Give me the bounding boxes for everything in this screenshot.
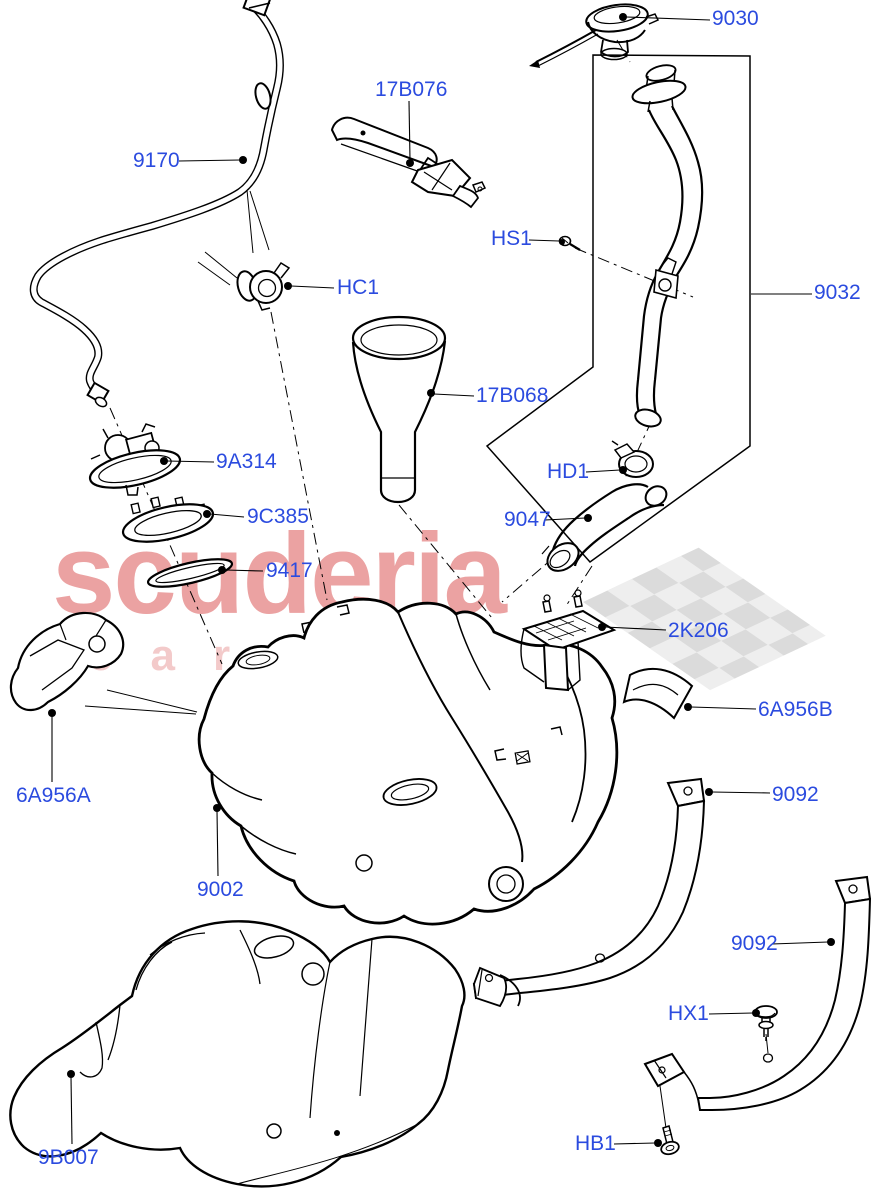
part-label-17B068[interactable]: 17B068: [476, 384, 549, 407]
part-label-9092-front[interactable]: 9092: [772, 783, 819, 806]
hose-drawing: [541, 483, 668, 572]
valve-drawing: [236, 261, 291, 311]
fuel-pump-module-drawing: [88, 423, 182, 496]
part-label-2K206[interactable]: 2K206: [668, 619, 729, 642]
part-label-9032[interactable]: 9032: [814, 281, 861, 304]
part-label-6A956B[interactable]: 6A956B: [758, 698, 833, 721]
part-label-9030[interactable]: 9030: [712, 7, 759, 30]
part-label-HS1[interactable]: HS1: [491, 227, 532, 250]
filler-pipe-drawing: [631, 64, 704, 428]
pad-left-drawing: [9, 611, 198, 715]
part-label-9417[interactable]: 9417: [266, 559, 313, 582]
part-label-9C385[interactable]: 9C385: [247, 505, 309, 528]
support-bracket-drawing: [330, 116, 487, 209]
tank-strap-front-drawing: [472, 777, 706, 1008]
part-label-HX1[interactable]: HX1: [668, 1002, 709, 1025]
pad-right-drawing: [622, 667, 694, 720]
clamp-drawing: [611, 440, 654, 478]
part-label-6A956A[interactable]: 6A956A: [16, 784, 91, 807]
part-label-9B007[interactable]: 9B007: [38, 1146, 99, 1169]
part-label-9047[interactable]: 9047: [504, 508, 551, 531]
part-label-HC1[interactable]: HC1: [337, 276, 380, 299]
seal-drawing: [146, 558, 234, 588]
vent-pipe-drawing: [29, 0, 284, 408]
filler-pipe-boundary-box: [485, 54, 751, 564]
leader-dots: [48, 13, 835, 1147]
funnel-drawing: [351, 315, 447, 504]
part-label-17B076[interactable]: 17B076: [375, 78, 448, 101]
leader-lines: [51, 16, 829, 1145]
checkered-flag-watermark: [583, 547, 826, 691]
part-label-HB1[interactable]: HB1: [575, 1132, 616, 1155]
heat-shield-drawing: [9, 920, 466, 1188]
part-label-9A314[interactable]: 9A314: [216, 450, 277, 473]
part-label-HD1[interactable]: HD1: [547, 460, 590, 483]
clip-drawing: [754, 1005, 778, 1041]
mount-bracket-drawing: [520, 589, 617, 692]
part-label-9170[interactable]: 9170: [133, 149, 180, 172]
part-label-9002[interactable]: 9002: [197, 878, 244, 901]
fuel-tank-drawing: [197, 597, 619, 926]
fuel-filler-cap-drawing: [529, 3, 660, 68]
part-label-9092-rear[interactable]: 9092: [731, 932, 778, 955]
lock-ring-drawing: [121, 496, 215, 543]
bolt-drawing: [660, 1125, 680, 1156]
